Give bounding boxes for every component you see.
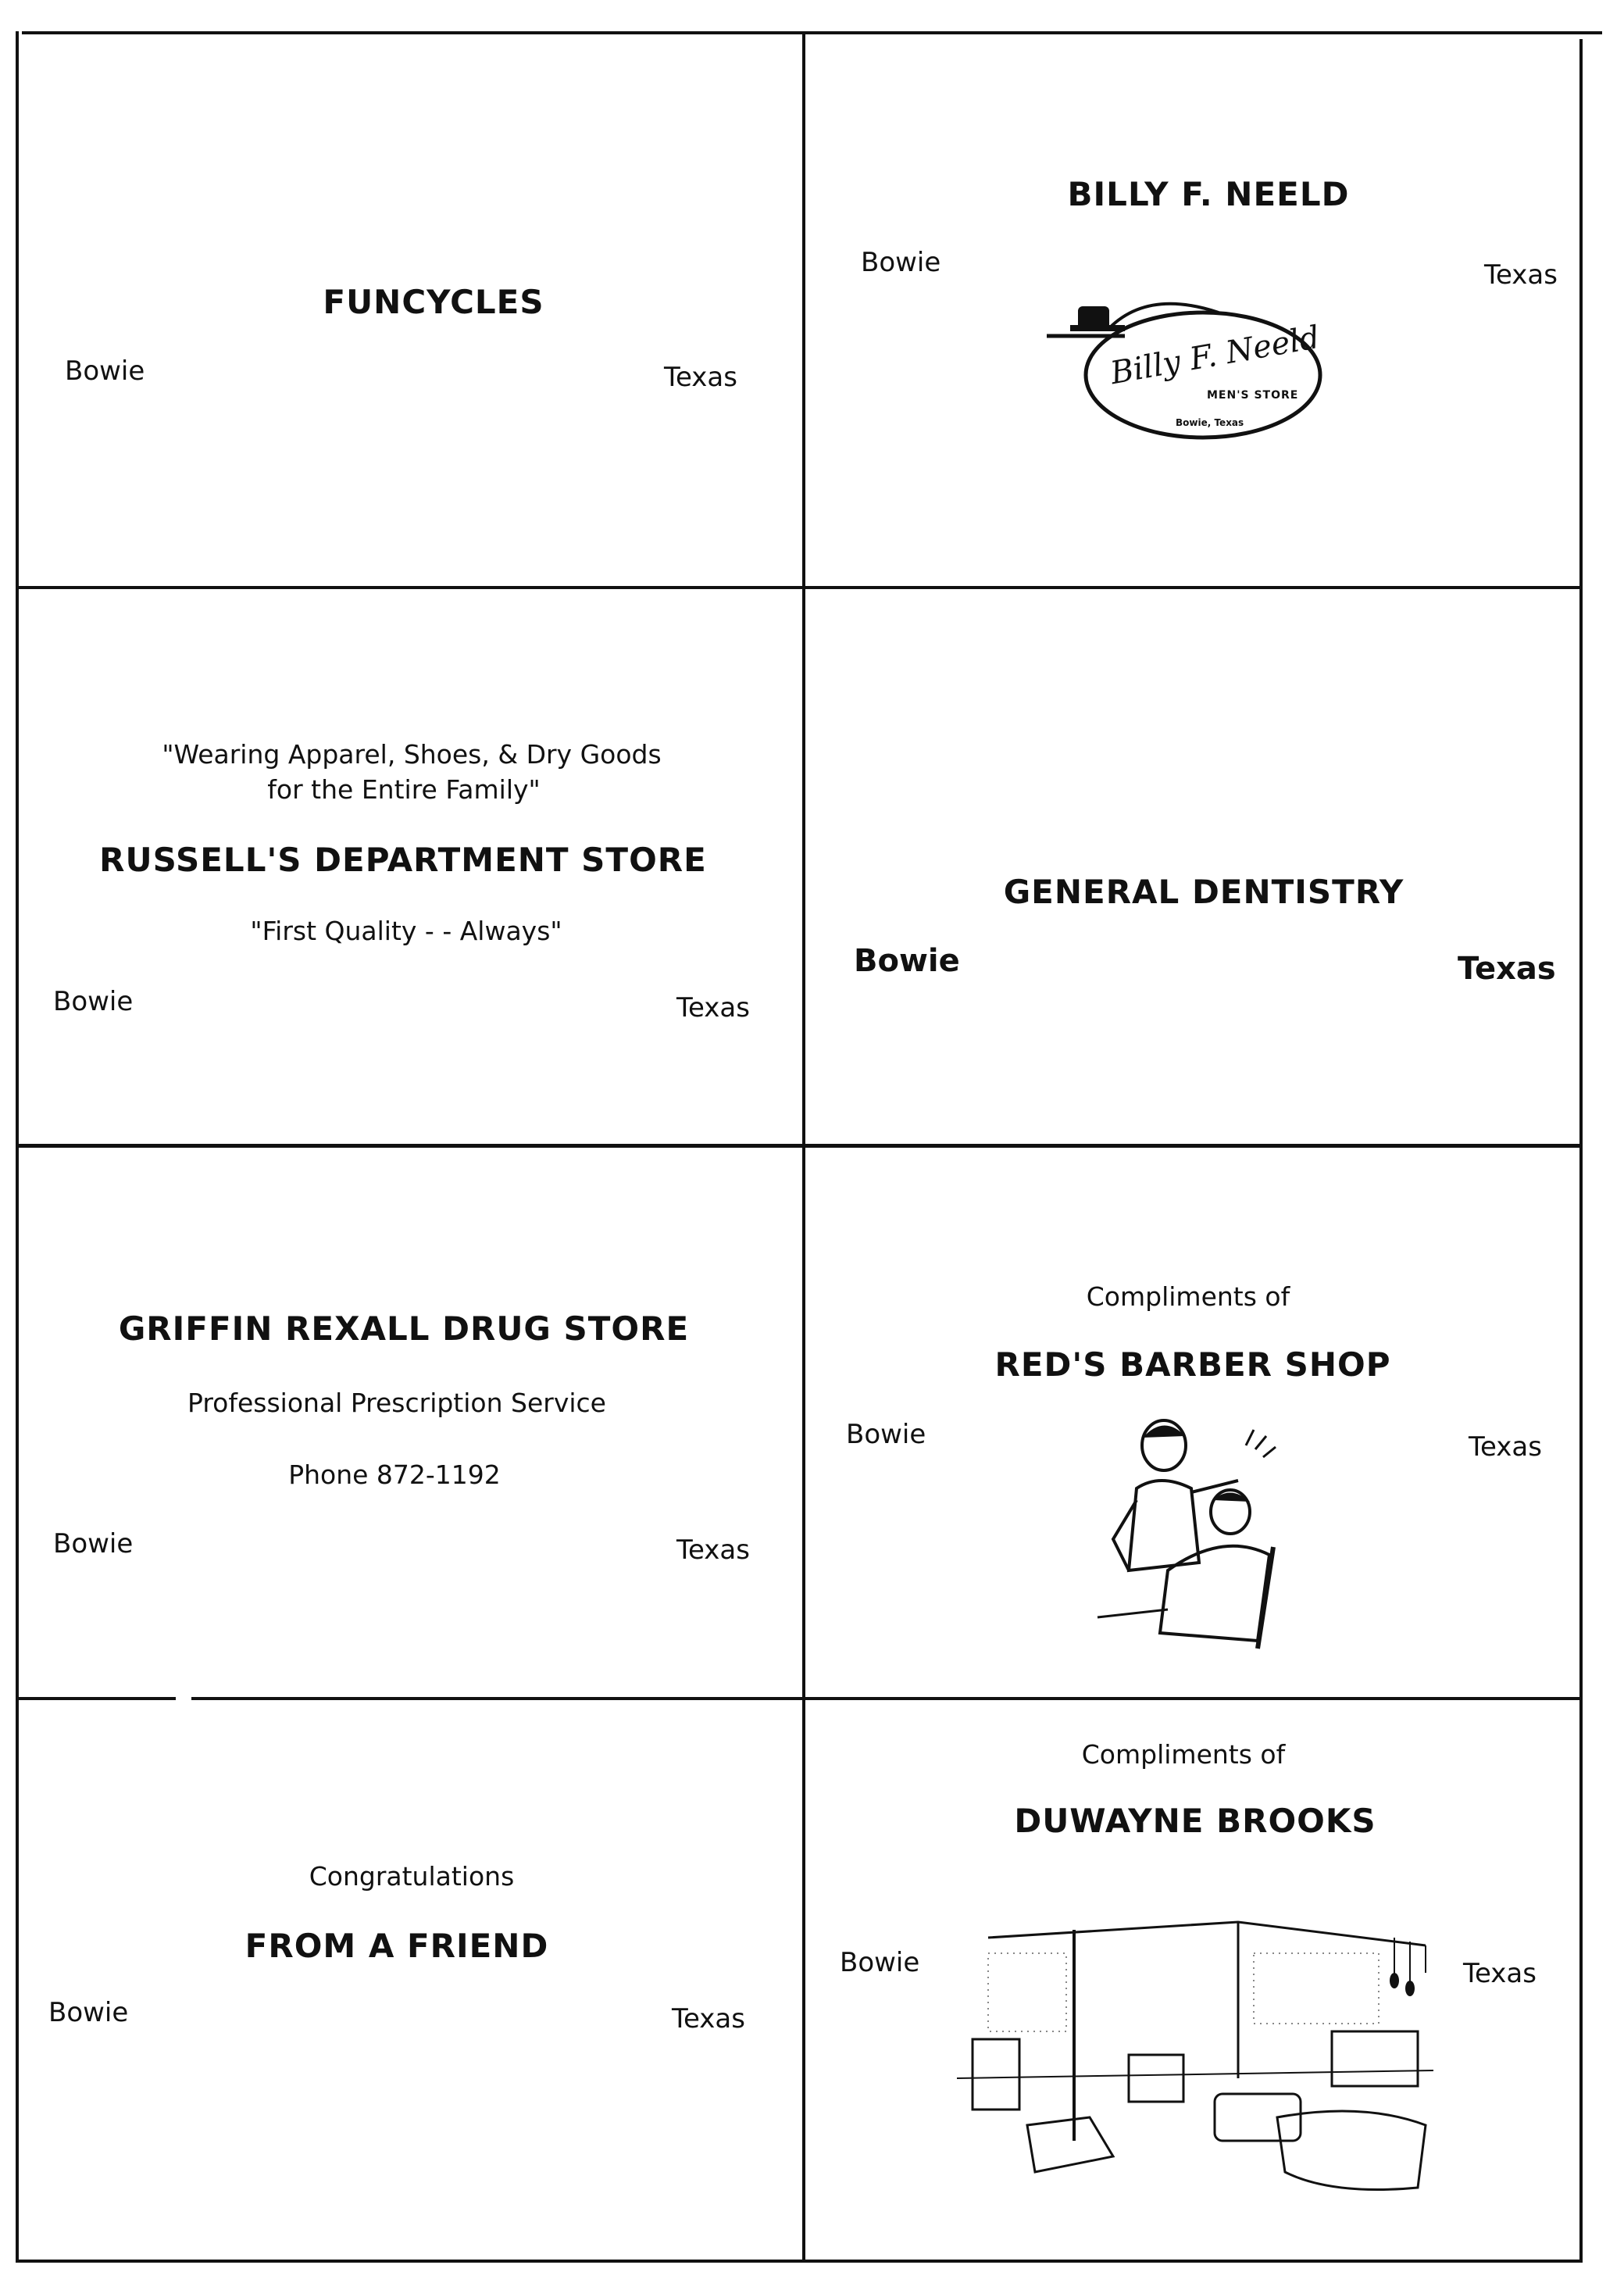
ad-city: Bowie bbox=[846, 1419, 926, 1450]
ad-title: FROM A FRIEND bbox=[244, 1927, 549, 1965]
row-divider-3b bbox=[191, 1697, 1582, 1700]
ad-city: Bowie bbox=[65, 355, 145, 387]
ad-phone: Phone 872-1192 bbox=[288, 1459, 501, 1490]
row-divider-3a bbox=[16, 1697, 176, 1700]
ad-city: Bowie bbox=[48, 1997, 129, 2028]
ad-title: RED'S BARBER SHOP bbox=[994, 1345, 1391, 1384]
ad-city: Bowie bbox=[53, 986, 134, 1017]
ad-title: GRIFFIN REXALL DRUG STORE bbox=[118, 1309, 690, 1348]
border-right bbox=[1579, 39, 1583, 2263]
ad-pre: Congratulations bbox=[309, 1861, 515, 1892]
ad-state: Texas bbox=[1458, 951, 1556, 987]
row-divider-1 bbox=[16, 586, 1582, 589]
ad-city: Bowie bbox=[854, 943, 960, 979]
ad-line-1: Professional Prescription Service bbox=[187, 1388, 606, 1418]
ad-city: Bowie bbox=[840, 1947, 920, 1978]
ad-state: Texas bbox=[1463, 1958, 1537, 1989]
ad-tagline-2: for the Entire Family" bbox=[267, 774, 541, 805]
ad-title: BILLY F. NEELD bbox=[1067, 175, 1350, 213]
barber-cutting-hair-icon bbox=[1097, 1419, 1276, 1649]
logo-subtitle: MEN'S STORE bbox=[1207, 389, 1299, 402]
ad-city: Bowie bbox=[861, 247, 941, 278]
ad-state: Texas bbox=[676, 1534, 750, 1566]
ad-state: Texas bbox=[676, 992, 750, 1024]
ad-tagline: "Wearing Apparel, Shoes, & Dry Goods bbox=[162, 739, 662, 770]
ad-title: DUWAYNE BROOKS bbox=[1014, 1802, 1376, 1840]
border-bottom bbox=[16, 2260, 1582, 2263]
ad-slogan: "First Quality - - Always" bbox=[250, 916, 562, 946]
furniture-showroom-icon bbox=[956, 1920, 1434, 2191]
ad-pre: Compliments of bbox=[1086, 1281, 1290, 1312]
ad-title: FUNCYCLES bbox=[323, 283, 544, 321]
ad-pre: Compliments of bbox=[1081, 1739, 1286, 1770]
ad-title: GENERAL DENTISTRY bbox=[1003, 873, 1404, 911]
row-divider-2 bbox=[16, 1144, 1582, 1148]
ad-state: Texas bbox=[1469, 1431, 1542, 1463]
ad-state: Texas bbox=[672, 2003, 745, 2035]
ad-state: Texas bbox=[1484, 259, 1558, 291]
billy-neeld-logo-icon bbox=[1047, 302, 1322, 440]
ad-title: RUSSELL'S DEPARTMENT STORE bbox=[99, 841, 707, 879]
border-top bbox=[22, 31, 1602, 34]
ad-state: Texas bbox=[664, 362, 737, 393]
ad-city: Bowie bbox=[53, 1528, 134, 1559]
logo-location: Bowie, Texas bbox=[1176, 417, 1244, 428]
